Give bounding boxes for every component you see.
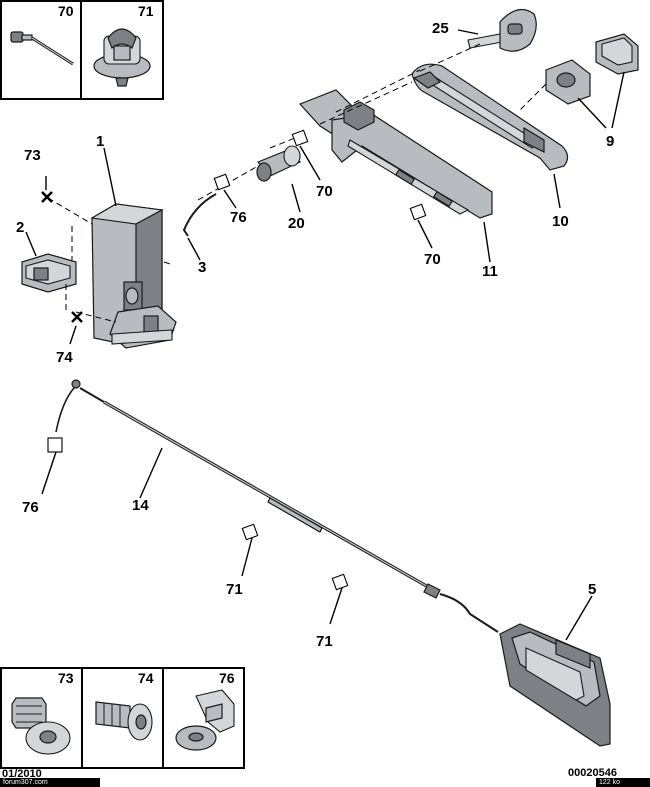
callout-76a: 76 — [230, 209, 247, 226]
callout-76b: 76 — [22, 499, 39, 516]
callout-2: 2 — [16, 219, 24, 236]
inset-bottom: 73 74 76 — [0, 667, 245, 769]
callout-70a: 70 — [316, 183, 333, 200]
callout-1: 1 — [96, 133, 104, 150]
inset-box-71-label: 71 — [138, 3, 154, 19]
clip-part-71 — [93, 28, 151, 87]
callout-10: 10 — [552, 213, 569, 230]
screw-part-73 — [11, 697, 71, 755]
inset-box-73-label: 73 — [58, 670, 74, 686]
key-part-25 — [457, 8, 537, 52]
footer-filesize-bar: 122 ko — [596, 778, 650, 787]
inset-box-74-label: 74 — [138, 670, 154, 686]
handle-frame-part-11 — [298, 89, 493, 263]
footer-watermark-bar: forum307.com — [0, 778, 100, 787]
lock-cylinder-part-20 — [256, 145, 302, 213]
clip-part-76 — [175, 689, 235, 751]
inset-box-76-label: 76 — [219, 670, 235, 686]
callout-20: 20 — [288, 215, 305, 232]
callout-9: 9 — [606, 133, 614, 150]
marker-70b — [409, 203, 427, 221]
fixing-cross-73 — [41, 191, 53, 203]
callout-70b: 70 — [424, 251, 441, 268]
footer-filesize: 122 ko — [599, 779, 621, 786]
callout-numbers: 1 2 3 5 9 10 11 14 20 25 70 70 71 71 73 … — [16, 20, 614, 650]
inset-top: 70 71 — [0, 0, 164, 100]
inset-box-70-label: 70 — [58, 3, 74, 19]
cap-part-9 — [545, 33, 639, 129]
footer-watermark: forum307.com — [3, 779, 48, 786]
cable-part-14 — [55, 379, 499, 633]
marker-boxes — [47, 129, 427, 591]
rivet-part-70 — [10, 31, 74, 66]
callout-5: 5 — [588, 581, 596, 598]
marker-70a — [291, 129, 309, 147]
inner-handle-part-5 — [499, 595, 611, 747]
marker-76a — [213, 173, 231, 191]
marker-71a — [241, 523, 259, 541]
callout-74: 74 — [56, 349, 73, 366]
callout-25: 25 — [432, 20, 449, 37]
callout-71a: 71 — [226, 581, 243, 598]
fixing-cross-74 — [71, 311, 83, 323]
bracket-part-2 — [21, 231, 77, 293]
lock-module-part-1 — [90, 147, 177, 349]
rod-part-3 — [182, 193, 217, 261]
callout-73: 73 — [24, 147, 41, 164]
footer-date: 01/2010 — [2, 768, 42, 780]
callout-14: 14 — [132, 497, 149, 514]
callout-11: 11 — [482, 263, 498, 280]
footer-code: 00020546 — [568, 767, 617, 779]
marker-71b — [331, 573, 349, 591]
callout-3: 3 — [198, 259, 206, 276]
screw-part-74 — [95, 701, 153, 741]
leader-lines — [41, 145, 433, 625]
marker-76b — [47, 437, 63, 453]
callout-71b: 71 — [316, 633, 333, 650]
fixing-points — [41, 191, 83, 323]
outer-handle-part-10 — [411, 63, 569, 209]
